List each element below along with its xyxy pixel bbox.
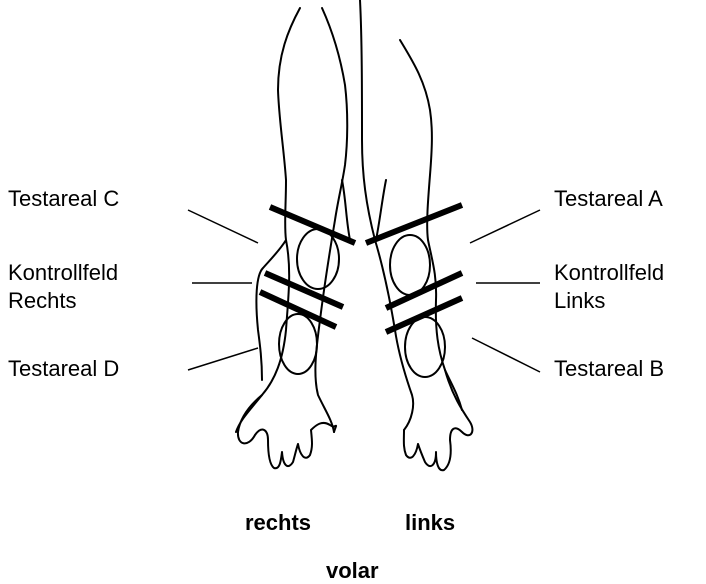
label-kontrollfeld-rechts-line1: Kontrollfeld — [8, 260, 118, 286]
label-kontrollfeld-links-line1: Kontrollfeld — [554, 260, 664, 286]
leader-testareal-d — [188, 348, 258, 370]
leader-testareal-c — [188, 210, 258, 243]
left-arm-outline — [360, 0, 462, 430]
label-kontrollfeld-links-line2: Links — [554, 288, 605, 314]
label-rechts: rechts — [245, 510, 311, 536]
leader-testareal-b — [472, 338, 540, 372]
label-links: links — [405, 510, 455, 536]
label-kontrollfeld-rechts-line2: Rechts — [8, 288, 76, 314]
label-volar: volar — [326, 558, 379, 584]
testareal-a-oval — [390, 235, 430, 295]
testareal-c-oval — [297, 229, 339, 289]
right-upper-bar — [270, 207, 355, 243]
label-testareal-d: Testareal D — [8, 356, 119, 382]
label-testareal-a: Testareal A — [554, 186, 663, 212]
label-testareal-b: Testareal B — [554, 356, 664, 382]
right-arm-outline — [236, 8, 347, 432]
right-elbow-crease — [342, 180, 350, 240]
leader-testareal-a — [470, 210, 540, 243]
label-testareal-c: Testareal C — [8, 186, 119, 212]
left-elbow-crease — [376, 180, 386, 240]
left-hand-outline — [404, 370, 473, 470]
